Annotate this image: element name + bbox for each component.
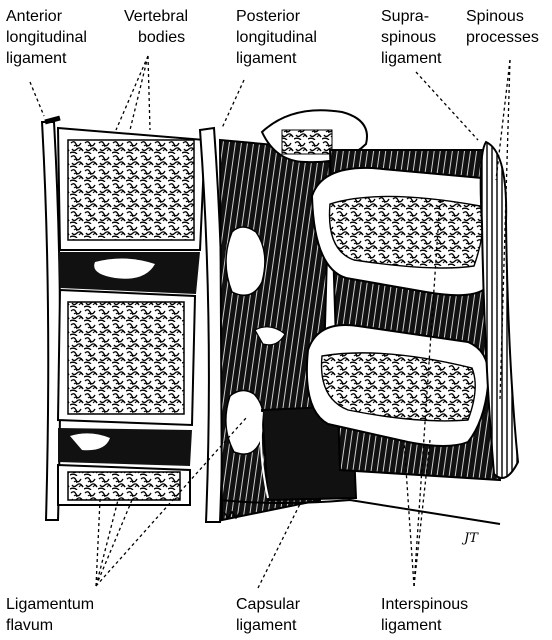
artist-signature: JT xyxy=(464,528,478,549)
label-capsular-ligament: Capsular ligament xyxy=(236,594,300,636)
anterior-longitudinal-ligament-shape xyxy=(42,122,60,520)
label-ligamentum-flavum: Ligamentum flavum xyxy=(6,594,94,636)
label-posterior-longitudinal-ligament: Posterior longitudinal ligament xyxy=(236,6,317,69)
label-vertebral-bodies: Vertebral bodies xyxy=(124,6,188,48)
label-interspinous-ligament: Interspinous ligament xyxy=(381,594,468,636)
label-anterior-longitudinal-ligament: Anterior longitudinal ligament xyxy=(6,6,87,69)
label-spinous-processes: Spinous processes xyxy=(466,6,539,48)
label-supraspinous-ligament: Supra- spinous ligament xyxy=(381,6,441,69)
